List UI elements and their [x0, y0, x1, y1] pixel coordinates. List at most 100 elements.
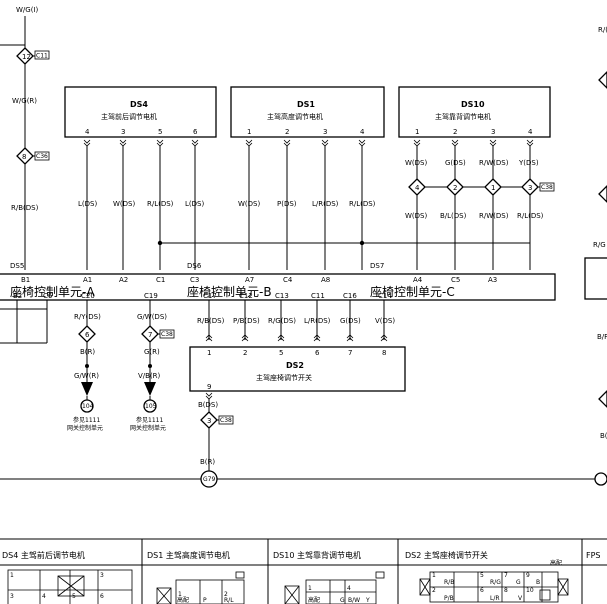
svg-text:B/L(DS): B/L(DS) — [440, 212, 467, 220]
right-edge: R/( R/G B/F B( — [584, 26, 607, 440]
svg-text:C38: C38 — [161, 331, 173, 338]
svg-text:V: V — [518, 595, 523, 602]
svg-text:9: 9 — [207, 383, 211, 391]
svg-text:V/B(R): V/B(R) — [138, 372, 161, 380]
svg-text:4: 4 — [528, 128, 533, 136]
svg-text:P/B(DS): P/B(DS) — [233, 317, 260, 325]
svg-text:R/L(DS): R/L(DS) — [147, 200, 174, 208]
svg-text:4: 4 — [347, 585, 351, 592]
svg-text:参见1111: 参见1111 — [136, 416, 163, 424]
svg-text:主驾靠背调节电机: 主驾靠背调节电机 — [435, 112, 491, 121]
svg-text:5: 5 — [158, 128, 162, 136]
svg-text:W(DS): W(DS) — [405, 159, 427, 167]
svg-text:6: 6 — [85, 331, 90, 339]
svg-text:C13: C13 — [275, 292, 289, 300]
svg-text:W(DS): W(DS) — [405, 212, 427, 220]
svg-text:C36: C36 — [36, 153, 48, 160]
svg-text:3: 3 — [10, 593, 14, 600]
svg-text:3: 3 — [121, 128, 125, 136]
svg-text:DS2: DS2 — [286, 361, 304, 370]
svg-text:2: 2 — [224, 591, 228, 598]
svg-text:5: 5 — [480, 572, 484, 579]
panel-title-ds10: DS10 主驾靠背调节电机 — [273, 550, 361, 560]
panel-title-ds2: DS2 主驾座椅调节开关 — [405, 550, 488, 560]
svg-text:3: 3 — [100, 572, 104, 579]
svg-text:104: 104 — [82, 403, 94, 410]
svg-text:A3: A3 — [488, 276, 497, 284]
svg-text:7: 7 — [348, 349, 352, 357]
svg-text:C19: C19 — [144, 292, 158, 300]
svg-text:W(DS): W(DS) — [238, 200, 260, 208]
svg-text:L(DS): L(DS) — [185, 200, 204, 208]
svg-text:R/Y(DS): R/Y(DS) — [74, 313, 101, 321]
branch-c19: G/W(DS) 7 C38 G(R) V/B(R) 105 参见1111 网关控… — [130, 300, 175, 432]
svg-text:4: 4 — [42, 593, 46, 600]
svg-text:2: 2 — [243, 349, 247, 357]
svg-text:P/B: P/B — [444, 595, 454, 602]
control-unit: B1 A1 A2 C1 C3 A7 C4 A8 A4 C5 A3 DS5 DS6… — [0, 262, 556, 301]
wire-label-wg-i: W/G(I) — [16, 6, 38, 14]
motor-wires — [86, 146, 530, 270]
svg-text:1: 1 — [247, 128, 251, 136]
svg-text:C20: C20 — [81, 292, 95, 300]
svg-text:C11: C11 — [311, 292, 325, 300]
ds1-wire-labels: W(DS) P(DS) L/R(DS) R/L(DS) — [238, 200, 376, 208]
svg-text:B(: B( — [600, 432, 607, 440]
left-feed: W/G(I) 12 C11 W/G(R) 8 C36 R/B(DS) — [0, 6, 50, 270]
svg-text:C3: C3 — [190, 276, 199, 284]
svg-text:G/W(DS): G/W(DS) — [137, 313, 167, 321]
svg-text:R/G(DS): R/G(DS) — [268, 317, 296, 325]
svg-text:6: 6 — [480, 587, 484, 594]
svg-text:DS1: DS1 — [297, 100, 315, 109]
svg-text:A1: A1 — [83, 276, 92, 284]
svg-text:2: 2 — [453, 184, 457, 192]
branch-c20: R/Y(DS) 6 B(R) G/W(R) 104 参见1111 网关控制单元 — [67, 300, 103, 432]
svg-text:高配: 高配 — [308, 596, 320, 604]
svg-text:2: 2 — [432, 587, 436, 594]
svg-text:C4: C4 — [283, 276, 293, 284]
svg-text:L/R(DS): L/R(DS) — [312, 200, 339, 208]
svg-text:C11: C11 — [36, 53, 48, 60]
svg-text:C38: C38 — [220, 417, 232, 424]
svg-text:C1: C1 — [156, 276, 165, 284]
svg-text:R/L(DS): R/L(DS) — [349, 200, 376, 208]
svg-text:105: 105 — [145, 403, 157, 410]
component-ds1: DS1 主驾高度调节电机 — [230, 86, 385, 138]
component-ds10: DS10 主驾靠背调节电机 — [398, 86, 551, 138]
svg-text:C12: C12 — [239, 292, 253, 300]
svg-text:3: 3 — [491, 128, 495, 136]
switch-wiring: R/B(DS) P/B(DS) R/G(DS) L/R(DS) G(DS) V(… — [197, 300, 395, 342]
svg-text:4: 4 — [415, 184, 420, 192]
svg-text:主驾前后调节电机: 主驾前后调节电机 — [101, 112, 157, 121]
svg-text:C17: C17 — [203, 292, 217, 300]
junction-dot — [359, 240, 365, 246]
svg-text:C14: C14 — [378, 292, 392, 300]
ds10-pins: 1 2 3 4 — [415, 128, 533, 136]
svg-text:G: G — [516, 579, 521, 586]
ds4-pins: 4 3 5 6 — [85, 128, 198, 136]
svg-text:Y(DS): Y(DS) — [518, 159, 539, 167]
svg-text:R/L(DS): R/L(DS) — [517, 212, 544, 220]
svg-text:1: 1 — [432, 572, 436, 579]
svg-text:网关控制单元: 网关控制单元 — [130, 424, 166, 432]
svg-text:A8: A8 — [321, 276, 330, 284]
svg-text:G(DS): G(DS) — [445, 159, 466, 167]
svg-text:B1: B1 — [21, 276, 30, 284]
svg-text:B(R): B(R) — [200, 458, 215, 466]
svg-text:3: 3 — [528, 184, 532, 192]
svg-text:9: 9 — [526, 572, 530, 579]
svg-text:12: 12 — [22, 53, 31, 61]
svg-text:R/G: R/G — [593, 241, 606, 249]
component-ds4: DS4 主驾前后调节电机 — [64, 86, 217, 138]
svg-text:3: 3 — [207, 417, 211, 425]
svg-text:C38: C38 — [541, 184, 553, 191]
panel-title-fps: FPS — [586, 551, 601, 560]
svg-text:主驾座椅调节开关: 主驾座椅调节开关 — [256, 373, 312, 382]
svg-text:8: 8 — [382, 349, 386, 357]
svg-text:R/L: R/L — [224, 597, 234, 604]
svg-text:2: 2 — [453, 128, 457, 136]
svg-text:C16: C16 — [343, 292, 357, 300]
svg-text:B(R): B(R) — [80, 348, 95, 356]
b2-c6-loop — [0, 300, 48, 344]
